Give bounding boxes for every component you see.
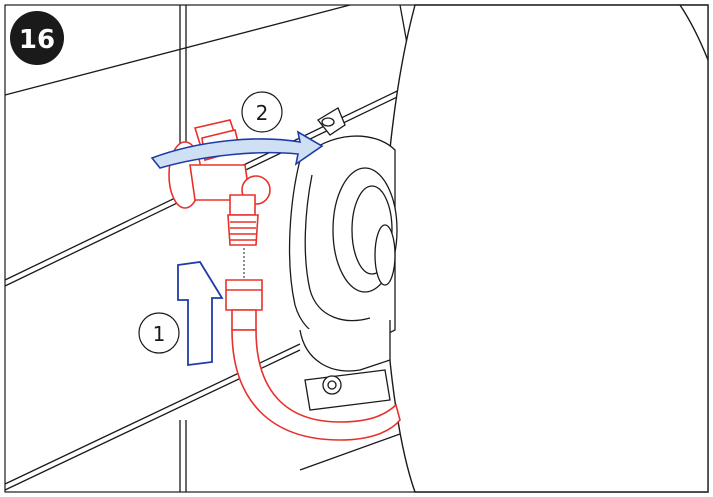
bracket-hole (321, 117, 335, 127)
step-number-badge: 16 (10, 11, 64, 65)
up-arrow-icon (177, 261, 224, 367)
hose-tube (231, 329, 401, 441)
callout-1: 1 (138, 312, 180, 354)
appliance-shell (383, 4, 709, 493)
appliance-body (383, 4, 709, 493)
step-badge-label: 16 (19, 25, 55, 55)
valve-outlet (229, 194, 256, 216)
siphon-fitting (288, 107, 398, 411)
callout-label: 2 (256, 101, 269, 125)
callout-circle (138, 312, 180, 354)
hose-nut (225, 279, 263, 311)
step-badge-circle (10, 11, 64, 65)
callout-2: 2 (241, 91, 283, 133)
siphon-trap (299, 320, 391, 372)
appliance-edge (679, 4, 709, 61)
siphon-inner-rim (304, 174, 371, 322)
hose-ferrule (231, 309, 257, 331)
mounting-bolt-inner (327, 380, 337, 390)
callout-circle (241, 91, 283, 133)
mounting-plate (304, 369, 391, 411)
tile-line (4, 4, 351, 96)
callout-label: 1 (153, 322, 166, 346)
rotate-arrow-icon (150, 130, 324, 169)
thread-lines (230, 221, 256, 241)
siphon-outlet-core (374, 224, 396, 286)
